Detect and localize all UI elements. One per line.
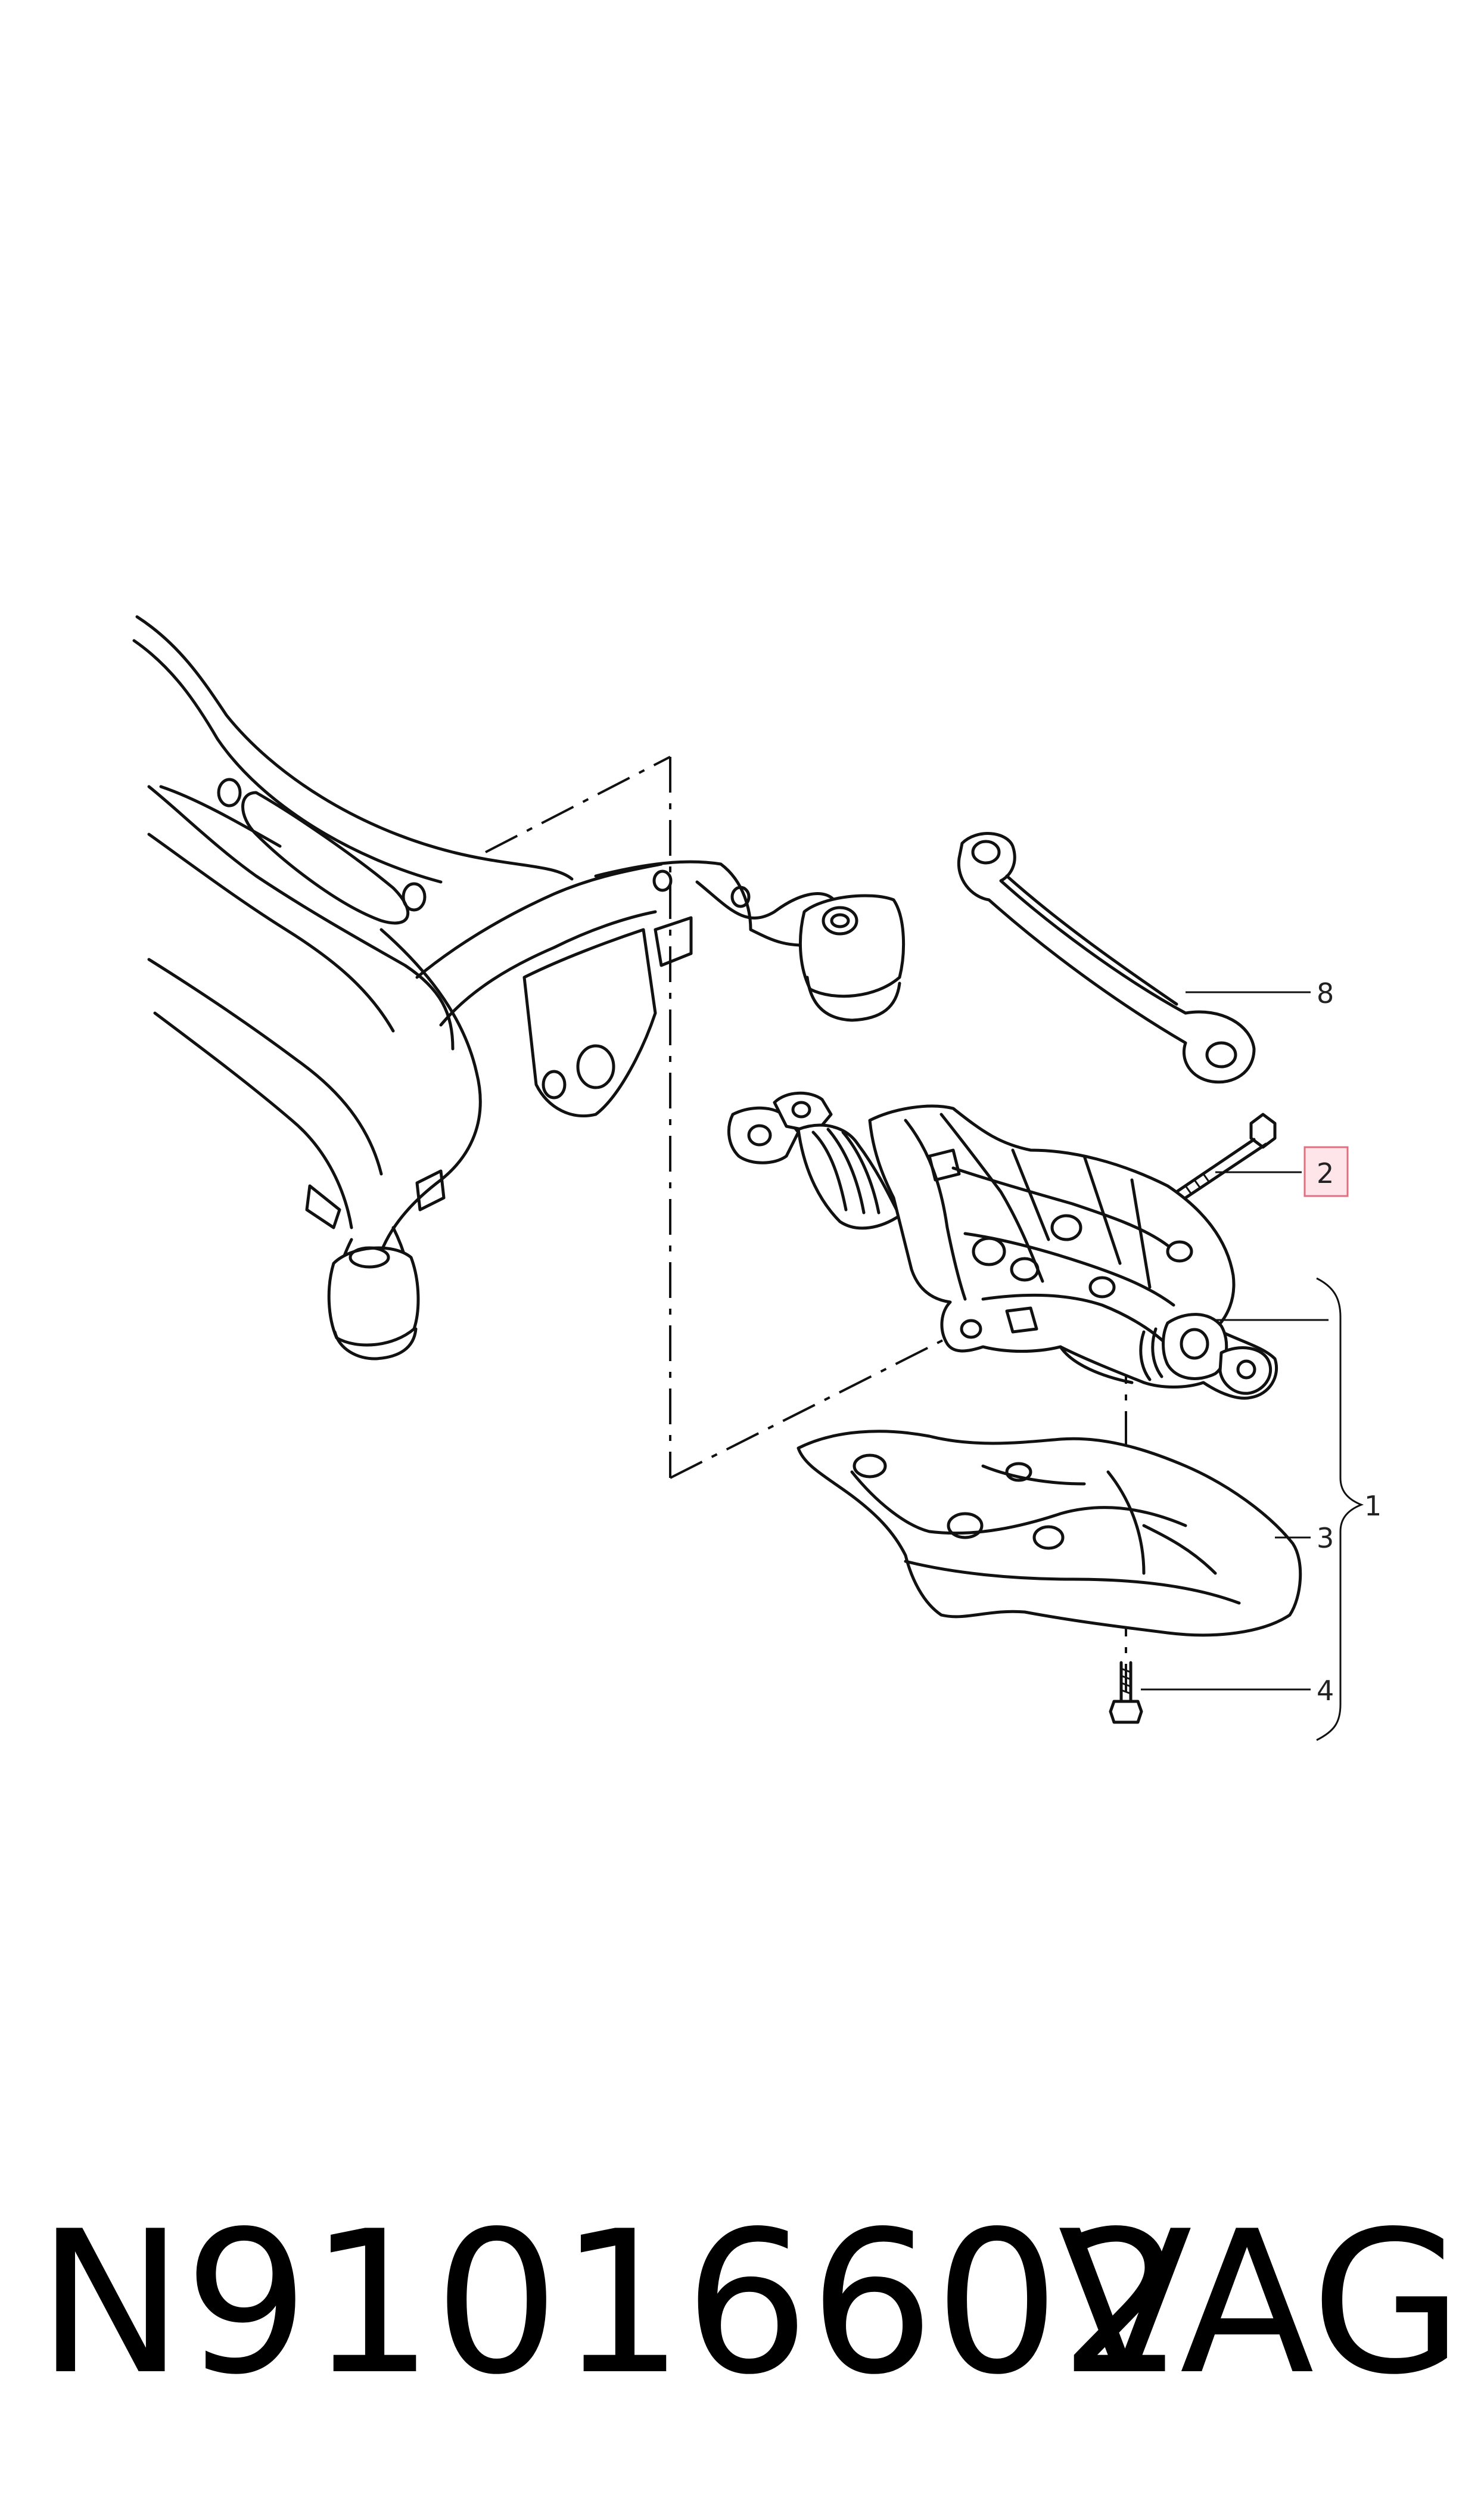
part-2-bolt — [1166, 1113, 1277, 1206]
part-number: N91016602 — [37, 2189, 1185, 2418]
callout-8[interactable]: 8 — [1317, 977, 1334, 1010]
callouts: 8 2 1 3 4 — [1303, 977, 1382, 1707]
part-4-bolt — [1109, 1661, 1143, 1724]
brand-name: VAG — [1057, 2189, 1463, 2418]
part-3-heat-shield — [797, 1430, 1302, 1637]
callout-4[interactable]: 4 — [1317, 1675, 1334, 1707]
leader-lines — [1141, 991, 1364, 1741]
callout-1[interactable]: 1 — [1364, 1490, 1382, 1522]
callout-3[interactable]: 3 — [1317, 1522, 1334, 1554]
part-8-link-rod — [957, 832, 1256, 1084]
callout-2-highlight — [1303, 1146, 1349, 1197]
callout-2[interactable]: 2 — [1317, 1157, 1334, 1189]
drive-unit-housing — [727, 1091, 1278, 1400]
rear-subframe — [132, 615, 906, 1361]
